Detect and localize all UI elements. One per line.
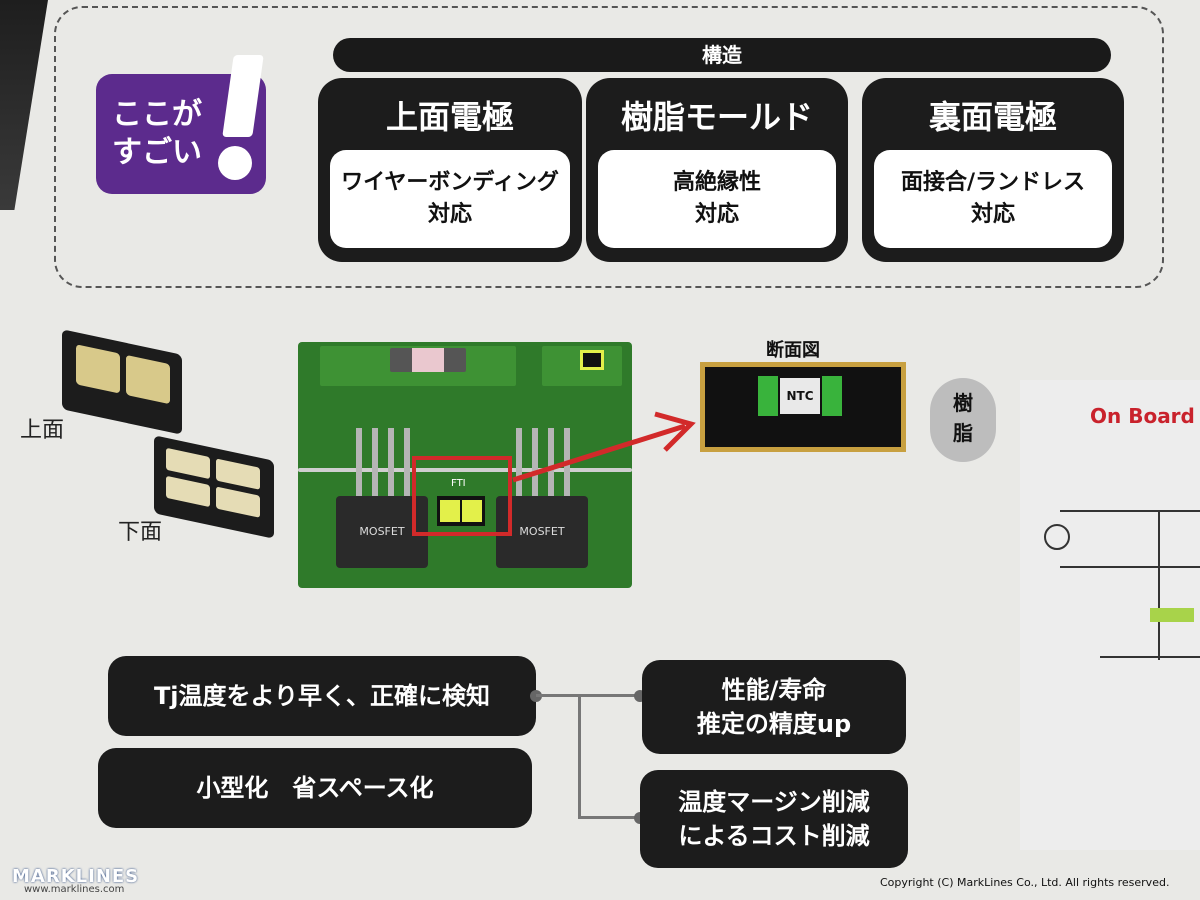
mosfet-lead	[548, 428, 554, 496]
resistor-body	[412, 348, 444, 372]
mosfet-lead	[388, 428, 394, 496]
marklines-url: www.marklines.com	[24, 884, 125, 895]
feature-line-2: 対応	[970, 202, 1015, 227]
feature-line-1: 高絶縁性	[672, 170, 761, 195]
copyright-notice: Copyright (C) MarkLines Co., Ltd. All ri…	[880, 876, 1170, 889]
resin-label: 樹脂	[953, 391, 973, 445]
benefit-line-2: によるコスト削減	[678, 822, 870, 850]
feature-line-2: 対応	[427, 202, 472, 227]
mosfet-lead	[532, 428, 538, 496]
structure-panel	[54, 6, 1164, 288]
capacitor-component	[1150, 608, 1194, 622]
chip-bottom-view	[154, 435, 274, 539]
mosfet-lead	[356, 428, 362, 496]
marklines-logo: MARKLINES	[12, 866, 140, 887]
badge-line-2: すごい	[112, 135, 202, 170]
connector-line	[578, 694, 581, 818]
top-view-label: 上面	[20, 418, 65, 443]
connector-line	[536, 694, 640, 697]
chip-pad	[166, 475, 210, 508]
circuit-line	[1158, 510, 1160, 660]
chip-top-view	[62, 329, 182, 435]
benefit-line-1: 性能/寿命	[721, 676, 827, 704]
fti-pad	[440, 500, 460, 522]
bottom-view-label: 下面	[118, 520, 163, 545]
chip-pad	[166, 447, 210, 480]
ntc-label: NTC	[780, 378, 820, 414]
feature-detail: 高絶縁性 対応	[598, 150, 836, 248]
chip-pad	[76, 344, 120, 394]
sensor-component	[580, 350, 604, 370]
feature-card-resin-mold: 樹脂モールド 高絶縁性 対応	[586, 78, 848, 262]
feature-line-1: ワイヤーボンディング	[341, 170, 559, 195]
cross-section-electrode	[822, 376, 842, 416]
benefit-detection: Tj温度をより早く、正確に検知	[108, 656, 536, 736]
cross-section-title: 断面図	[766, 340, 820, 361]
circuit-line	[1060, 510, 1200, 512]
onboard-label: On Board	[1090, 404, 1195, 428]
feature-title: 裏面電極	[928, 98, 1057, 136]
feature-title: 上面電極	[385, 98, 514, 136]
badge-line-1: ここが	[112, 97, 202, 132]
structure-heading: 構造	[333, 38, 1111, 72]
mosfet-lead	[404, 428, 410, 496]
feature-detail: ワイヤーボンディング 対応	[330, 150, 570, 248]
benefit-line-1: 温度マージン削減	[678, 788, 870, 816]
exclamation-dot-icon	[218, 146, 252, 180]
fti-highlight-box	[412, 456, 512, 536]
badge-text: ここが すごい	[112, 96, 202, 172]
resin-callout: 樹脂	[930, 378, 996, 462]
cross-section-electrode	[758, 376, 778, 416]
feature-line-1: 面接合/ランドレス	[900, 170, 1086, 195]
ac-source-icon	[1044, 524, 1070, 550]
benefit-cost-reduction: 温度マージン削減 によるコスト削減	[640, 770, 908, 868]
feature-line-2: 対応	[694, 202, 739, 227]
fti-pad	[462, 500, 482, 522]
benefit-miniaturization: 小型化 省スペース化	[98, 748, 532, 828]
benefit-estimation: 性能/寿命 推定の精度up	[642, 660, 906, 754]
feature-title: 樹脂モールド	[620, 98, 813, 136]
fti-chip	[437, 496, 485, 526]
feature-card-back-electrode: 裏面電極 面接合/ランドレス 対応	[862, 78, 1124, 262]
chip-pad	[126, 354, 170, 405]
circuit-line	[1060, 566, 1200, 568]
arrow-icon	[512, 411, 696, 483]
feature-card-top-electrode: 上面電極 ワイヤーボンディング 対応	[318, 78, 582, 262]
mosfet-lead	[516, 428, 522, 496]
dark-corner-background	[0, 0, 48, 210]
connector-line	[578, 816, 640, 819]
feature-detail: 面接合/ランドレス 対応	[874, 150, 1112, 248]
chip-pad	[216, 458, 260, 490]
chip-pad	[216, 486, 260, 518]
fti-label: FTI	[451, 478, 466, 489]
circuit-line	[1100, 656, 1200, 658]
benefit-line-2: 推定の精度up	[696, 710, 852, 738]
pcb-divider	[298, 468, 632, 472]
mosfet-lead	[372, 428, 378, 496]
